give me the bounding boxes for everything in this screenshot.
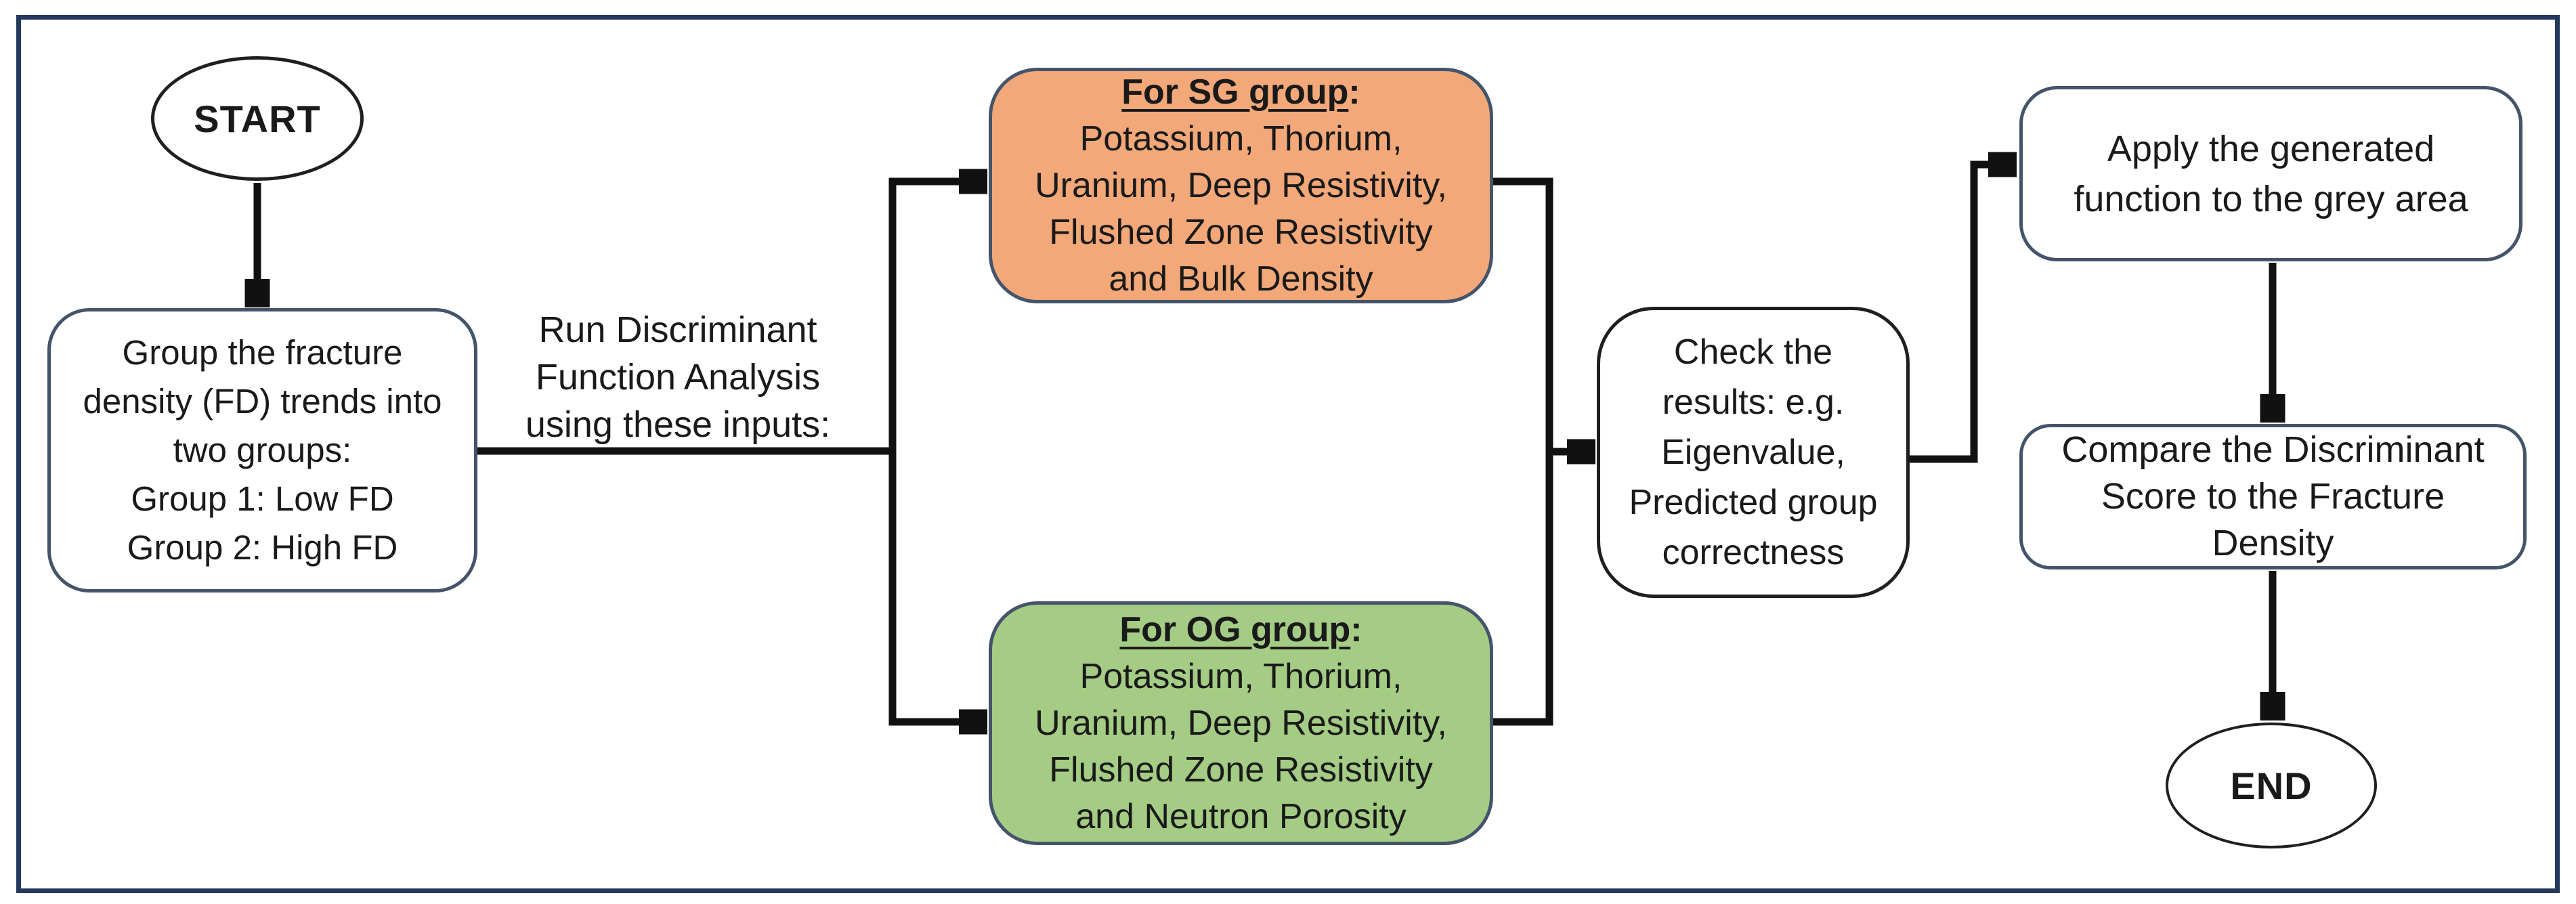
group-fd-line: two groups: [173, 431, 352, 469]
end-terminator: END [2166, 723, 2377, 848]
compare-score-line: Score to the Fracture [2101, 476, 2445, 517]
og-group-line: and Neutron Porosity [1075, 796, 1407, 836]
sg-group-line: Potassium, Thorium, [1079, 119, 1402, 158]
compare-score-line: Density [2212, 523, 2334, 563]
group-fd-line: Group the fracture [122, 333, 403, 372]
check-results-line: correctness [1662, 533, 1845, 572]
group-fd-line: density (FD) trends into [83, 382, 442, 421]
check-results-line: Eigenvalue, [1661, 433, 1845, 472]
sg-group-title-text: For SG group [1121, 72, 1349, 112]
connector-junction-branches [888, 181, 982, 722]
og-group-title-text: For OG group [1119, 609, 1351, 649]
check-results-line: results: e.g. [1662, 383, 1845, 422]
check-results-line: Predicted group [1629, 483, 1878, 522]
og-group-title: For OG group: [1119, 607, 1362, 653]
connector-check-to-apply [1910, 165, 2011, 463]
start-terminator: START [151, 56, 364, 181]
compare-score-process: Compare the Discriminant Score to the Fr… [2019, 424, 2527, 569]
sg-group-line: Flushed Zone Resistivity [1049, 212, 1433, 252]
check-results-process: Check the results: e.g. Eigenvalue, Pred… [1597, 307, 1910, 598]
og-group-title-colon: : [1350, 609, 1362, 649]
sg-group-title-colon: : [1348, 72, 1360, 112]
connector-merge-rail [1493, 177, 1553, 726]
check-results-line: Check the [1673, 332, 1833, 372]
dfa-annotation-line: Run Discriminant [538, 309, 817, 350]
compare-score-line: Compare the Discriminant [2061, 429, 2485, 470]
sg-group-line: Uranium, Deep Resistivity, [1035, 165, 1447, 205]
apply-function-line: Apply the generated [2107, 128, 2435, 169]
sg-group-process: For SG group: Potassium, Thorium, Uraniu… [989, 68, 1493, 303]
start-label: START [194, 97, 321, 140]
sg-group-line: and Bulk Density [1109, 259, 1373, 299]
apply-function-process: Apply the generated function to the grey… [2019, 86, 2523, 261]
og-group-line: Uranium, Deep Resistivity, [1035, 703, 1447, 743]
diagram-border [16, 15, 2560, 893]
sg-group-title: For SG group: [1121, 69, 1360, 116]
group-fd-line: Group 1: Low FD [131, 479, 394, 518]
og-group-process: For OG group: Potassium, Thorium, Uraniu… [989, 601, 1493, 845]
end-label: END [2230, 764, 2313, 807]
group-fd-process: Group the fracture density (FD) trends i… [47, 308, 477, 593]
og-group-line: Flushed Zone Resistivity [1049, 750, 1433, 790]
group-fd-line: Group 2: High FD [127, 528, 398, 567]
dfa-annotation-line: using these inputs: [525, 404, 831, 445]
apply-function-line: function to the grey area [2074, 178, 2468, 219]
dfa-annotation-line: Function Analysis [535, 357, 821, 397]
og-group-line: Potassium, Thorium, [1079, 656, 1402, 696]
dfa-annotation: Run Discriminant Function Analysis using… [521, 306, 834, 448]
